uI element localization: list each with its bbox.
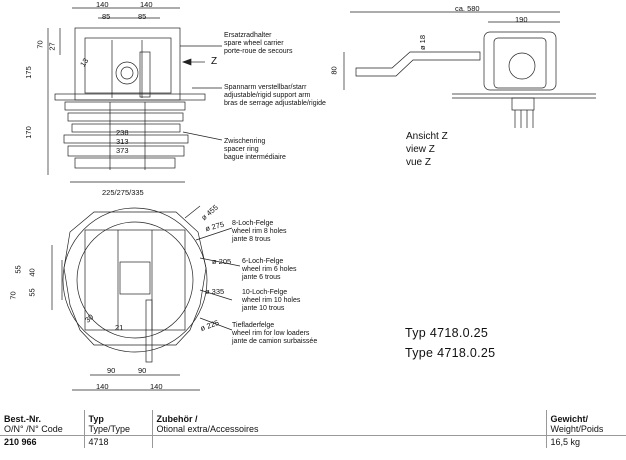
dim-190: 190 xyxy=(515,15,528,24)
header-type: Typ Type/Type xyxy=(84,410,153,436)
dim-70-plan: 70 xyxy=(8,291,18,300)
dim-90-left: 90 xyxy=(107,366,116,375)
label-rim-8-holes: 8-Loch-Felge wheel rim 8 holes jante 8 t… xyxy=(232,220,287,243)
header-weight: Gewicht/ Weight/Poids xyxy=(550,414,604,434)
dim-diameter-18: ø 18 xyxy=(418,34,428,51)
value-type: 4718 xyxy=(84,435,153,448)
label-low-loader-rim: Tiefladerfelge wheel rim for low loaders… xyxy=(232,322,318,345)
header-accessory: Zubehör / Otional extra/Accessoires xyxy=(152,410,547,436)
dim-27: 27 xyxy=(47,42,57,51)
dim-313: 313 xyxy=(116,137,129,146)
label-rim-10-holes: 10-Loch-Felge wheel rim 10 holes jante 1… xyxy=(242,289,301,312)
dim-85-right: 85 xyxy=(138,12,147,21)
dim-55: 55 xyxy=(13,265,23,274)
label-spare-wheel-carrier: Ersatzradhalter spare wheel carrier port… xyxy=(224,32,293,55)
technical-drawing xyxy=(47,7,596,391)
dim-170: 170 xyxy=(23,126,33,139)
dim-diameter-205: ø 205 xyxy=(212,257,232,266)
label-spacer-ring: Zwischenring spacer ring bague intermédi… xyxy=(224,138,286,161)
dim-55-plan: 55 xyxy=(27,288,37,297)
dim-140-top-left: 140 xyxy=(96,0,109,9)
header-order-no: Best.-Nr. O/N° /N° Code xyxy=(0,410,85,436)
arrow-z-label: Z xyxy=(211,56,218,67)
dim-40: 40 xyxy=(27,268,37,277)
view-z-label: Ansicht Z view Z vue Z xyxy=(406,131,448,168)
spec-header-row: Best.-Nr. O/N° /N° Code Typ Type/Type Zu… xyxy=(0,410,626,436)
label-clamp-arm: Spannarm verstellbar/starr adjustable/ri… xyxy=(224,84,326,107)
dim-ca580: ca. 580 xyxy=(455,4,480,13)
dim-90-right: 90 xyxy=(138,366,147,375)
spec-value-row: 210 966 4718 16,5 kg xyxy=(0,435,626,448)
dim-140-bottom-right: 140 xyxy=(150,382,163,391)
value-weight: 16,5 kg xyxy=(546,435,626,448)
dim-140-bottom-left: 140 xyxy=(96,382,109,391)
spec-table: Best.-Nr. O/N° /N° Code Typ Type/Type Zu… xyxy=(0,410,626,448)
dim-80: 80 xyxy=(329,66,339,75)
dim-85-left: 85 xyxy=(102,12,111,21)
dim-238: 238 xyxy=(116,128,129,137)
value-order-no: 210 966 xyxy=(0,435,85,448)
dim-70: 70 xyxy=(35,40,45,49)
dim-175: 175 xyxy=(23,66,33,79)
dim-373: 373 xyxy=(116,146,129,155)
label-rim-6-holes: 6-Loch-Felge wheel rim 6 holes jante 6 t… xyxy=(242,258,297,281)
type-line-en: Type 4718.0.25 xyxy=(405,346,496,360)
value-accessory xyxy=(152,435,547,448)
dim-diameter-335: ø 335 xyxy=(205,287,225,296)
dim-21: 21 xyxy=(115,323,124,332)
type-line-de: Typ 4718.0.25 xyxy=(405,326,489,340)
dim-140-top-right: 140 xyxy=(140,0,153,9)
dim-225-275-335: 225/275/335 xyxy=(102,188,144,197)
